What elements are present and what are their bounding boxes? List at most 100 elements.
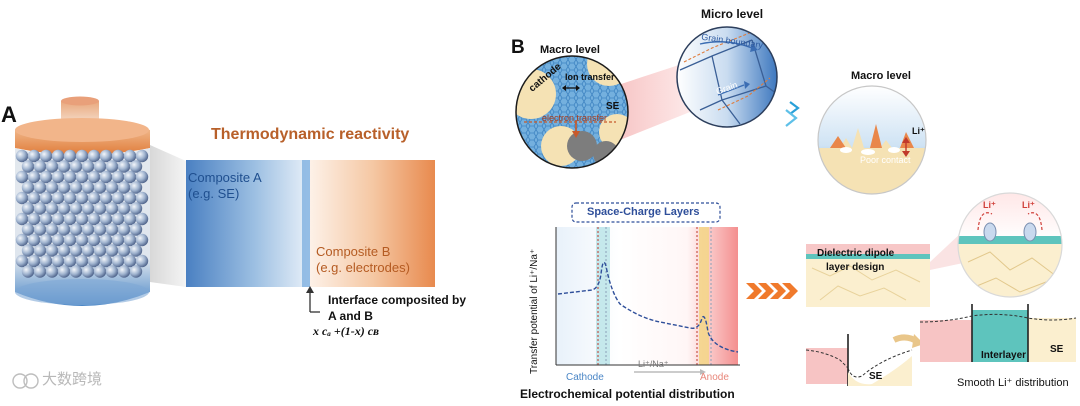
particle-sphere (87, 191, 101, 205)
particle-sphere (135, 191, 149, 205)
particle-sphere (45, 244, 59, 257)
particle-sphere (39, 191, 53, 205)
particle-sphere (135, 212, 149, 226)
particle-sphere (21, 223, 35, 236)
particle-sphere (63, 254, 77, 268)
particle-sphere (123, 191, 137, 205)
particle-sphere (15, 191, 29, 205)
particle-sphere (27, 233, 41, 247)
particle-sphere (63, 149, 77, 163)
particle-sphere (51, 212, 65, 226)
particle-sphere (123, 212, 137, 226)
particle-sphere (75, 170, 89, 184)
particle-sphere (129, 181, 143, 194)
particle-sphere (135, 233, 149, 247)
plot-caption: Electrochemical potential distribution (520, 387, 735, 401)
watermark-text: 大数跨境 (42, 371, 103, 388)
anode-axis-label: Anode (700, 372, 729, 383)
se-bottom-label: SE (869, 371, 883, 382)
particle-sphere (123, 170, 137, 184)
particle-sphere (99, 212, 113, 226)
particle-sphere (39, 170, 53, 184)
particle-sphere (63, 233, 77, 247)
se-label: SE (606, 101, 620, 112)
smooth-distribution-label: Smooth Li⁺ distribution (957, 377, 1069, 389)
particle-sphere (111, 212, 125, 226)
particle-sphere (87, 233, 101, 247)
particle-sphere (63, 212, 77, 226)
particle-sphere (105, 265, 119, 278)
particle-sphere (129, 202, 143, 215)
poor-contact-label: Poor contact (860, 155, 911, 165)
particle-sphere (21, 202, 35, 215)
dipole-zoom-circle (958, 193, 1062, 297)
particle-sphere (87, 212, 101, 226)
particle-sphere (99, 191, 113, 205)
particle-sphere (69, 223, 83, 236)
particle-sphere (135, 254, 149, 268)
particle-sphere (27, 170, 41, 184)
particle-sphere (105, 181, 119, 194)
particle-sphere (93, 160, 107, 173)
particle-sphere (93, 202, 107, 215)
particle-sphere (117, 181, 131, 194)
particle-sphere (81, 181, 95, 194)
composite-a-label: Composite A (188, 170, 262, 185)
macro-level-right-label: Macro level (851, 70, 911, 82)
particle-sphere (87, 170, 101, 184)
particle-sphere (33, 244, 47, 257)
particle-sphere (135, 149, 149, 163)
particle-sphere (33, 223, 47, 236)
particle-sphere (33, 160, 47, 173)
particle-sphere (15, 233, 29, 247)
cathode-axis-label: Cathode (566, 372, 604, 383)
particle-sphere (129, 244, 143, 257)
se-right-label: SE (1050, 344, 1064, 355)
electron-transfer-label: electron transfer (542, 113, 608, 123)
interface-strip (302, 160, 310, 287)
particle-sphere (45, 223, 59, 236)
composite-a-block (186, 160, 310, 287)
particle-sphere (93, 223, 107, 236)
particle-sphere (15, 254, 29, 268)
particle-sphere (39, 254, 53, 268)
particle-sphere (57, 202, 71, 215)
particle-sphere (123, 233, 137, 247)
particle-sphere (129, 223, 143, 236)
particle-sphere (75, 233, 89, 247)
particle-sphere (75, 254, 89, 268)
particle-sphere (51, 233, 65, 247)
watermark-logo-icon (12, 373, 39, 389)
li-plus-label: Li⁺ (912, 126, 925, 136)
particle-sphere (27, 212, 41, 226)
particle-sphere (15, 149, 29, 163)
particle-sphere (81, 202, 95, 215)
particle-sphere (81, 244, 95, 257)
particle-sphere (105, 202, 119, 215)
rough-interface-diagram (805, 334, 913, 386)
particle-sphere (21, 265, 35, 278)
particle-sphere (93, 181, 107, 194)
macro-level-left-label: Macro level (540, 44, 600, 56)
particle-sphere (111, 170, 125, 184)
mixture-formula: x cₐ +(1-x) cʙ (313, 324, 379, 338)
particle-sphere (51, 254, 65, 268)
small-arrow-icon (892, 334, 924, 348)
particle-sphere (57, 265, 71, 278)
particle-sphere (111, 191, 125, 205)
li-left-label: Li⁺ (983, 200, 996, 210)
micro-level-circle (677, 27, 777, 127)
particle-sphere (33, 202, 47, 215)
composite-a-example: (e.g. SE) (188, 186, 240, 201)
particle-sphere (45, 202, 59, 215)
particle-sphere (111, 149, 125, 163)
particle-sphere (81, 223, 95, 236)
particle-sphere (117, 244, 131, 257)
particle-sphere (111, 233, 125, 247)
dielectric-label: Dielectric dipole (817, 248, 895, 259)
particle-sphere (15, 212, 29, 226)
poor-contact-circle (818, 86, 926, 194)
particle-sphere (129, 160, 143, 173)
particle-sphere (123, 254, 137, 268)
